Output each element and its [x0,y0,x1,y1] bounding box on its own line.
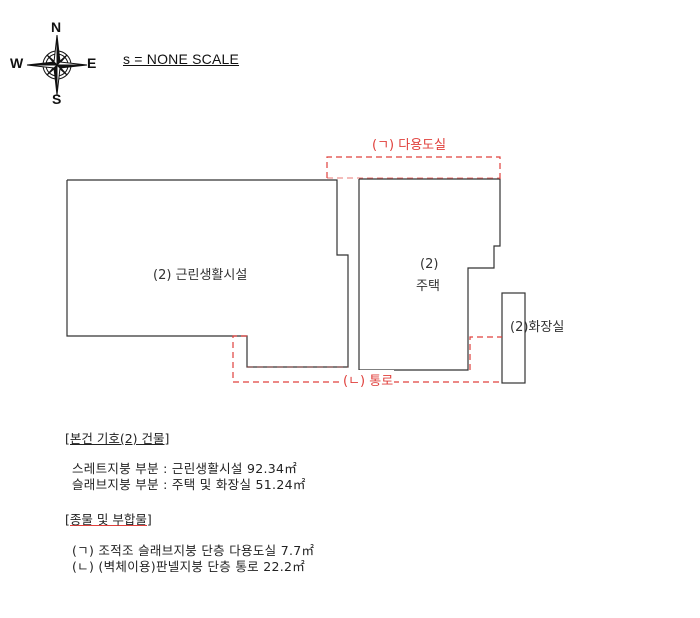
toilet-outline [501,292,526,384]
annex-title: [종물 및 부합물] [65,512,152,527]
utility-room-label: (ㄱ) 다용도실 [372,138,447,153]
compass-south: S [52,91,62,107]
main-building-line-2: 슬래브지붕 부분 : 주택 및 화장실 51.24㎡ [72,477,306,492]
house-label-name: 주택 [416,279,440,294]
compass-rose-icon [26,34,88,96]
compass-west: W [10,55,24,71]
main-building-title: [본건 기호(2) 건물] [65,431,170,446]
house-outline [358,178,501,371]
annex-line-1: (ㄱ) 조적조 슬래브지붕 단층 다용도실 7.7㎡ [72,543,315,558]
main-building-line-1: 스레트지붕 부분 : 근린생활시설 92.34㎡ [72,461,298,476]
toilet-label: (2)화장실 [510,320,565,335]
compass-north: N [51,19,62,35]
scale-note: s = NONE SCALE [123,51,240,67]
annex-line-2: (ㄴ) (벽체이용)판넬지붕 단층 통로 22.2㎡ [72,559,306,574]
house-label-number: (2) [420,257,439,272]
compass-east: E [87,55,97,71]
passage-label: (ㄴ) 통로 [342,370,395,389]
commercial-building-label: (2) 근린생활시설 [153,268,248,283]
utility-room-dashed-outline [326,156,501,179]
